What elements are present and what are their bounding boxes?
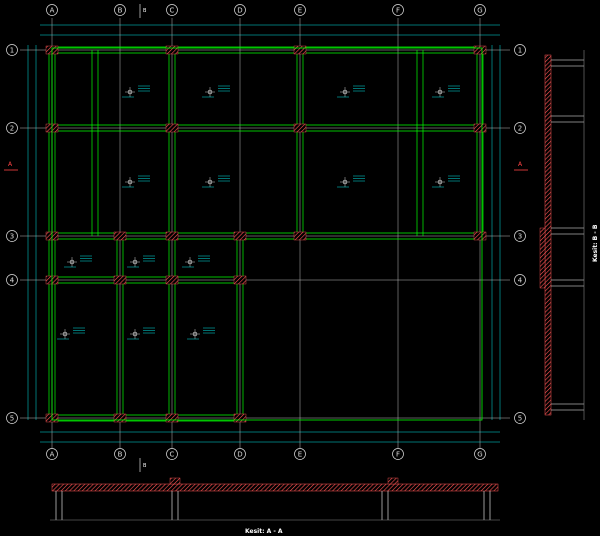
axis-bubble-right-3: 4 xyxy=(514,274,526,286)
svg-text:A: A xyxy=(518,161,523,168)
axis-bubble-bottom-6: G xyxy=(474,448,486,460)
column-10 xyxy=(165,231,179,241)
svg-text:G: G xyxy=(477,450,482,458)
section-b-b: Kesit: B - B xyxy=(539,50,599,420)
slab-mark-1 xyxy=(202,85,230,98)
column-12 xyxy=(293,231,307,241)
axis-bubble-bottom-1: B xyxy=(114,448,126,460)
svg-text:A: A xyxy=(50,450,55,458)
column-16 xyxy=(165,275,179,285)
axis-bubbles: A B C D E F G A B C D E F G 1 2 3 4 5 1 2 3 4 5 xyxy=(6,4,526,460)
svg-text:5: 5 xyxy=(518,414,522,422)
axis-bubble-right-1: 2 xyxy=(514,122,526,134)
column-7 xyxy=(473,123,487,133)
column-17 xyxy=(233,275,247,285)
column-9 xyxy=(113,231,127,241)
svg-text:2: 2 xyxy=(518,124,522,132)
column-15 xyxy=(113,275,127,285)
svg-text:D: D xyxy=(237,6,242,14)
svg-text:2: 2 xyxy=(10,124,14,132)
column-2 xyxy=(293,45,307,55)
section-marker-a-right: A xyxy=(514,161,528,171)
svg-text:B: B xyxy=(118,6,123,14)
axis-bubble-left-4: 5 xyxy=(6,412,18,424)
axis-bubble-top-4: E xyxy=(294,4,306,16)
svg-text:A: A xyxy=(50,6,55,14)
column-11 xyxy=(233,231,247,241)
plan-outline xyxy=(51,47,483,421)
column-5 xyxy=(165,123,179,133)
axis-bubble-right-4: 5 xyxy=(514,412,526,424)
axis-bubble-left-2: 3 xyxy=(6,230,18,242)
axis-bubble-left-1: 2 xyxy=(6,122,18,134)
svg-text:B: B xyxy=(143,8,147,14)
svg-text:D: D xyxy=(237,450,242,458)
svg-text:3: 3 xyxy=(518,232,522,240)
column-20 xyxy=(165,413,179,423)
slab-mark-4 xyxy=(122,175,150,188)
columns xyxy=(45,45,487,423)
svg-text:4: 4 xyxy=(10,276,15,284)
axis-bubble-top-1: B xyxy=(114,4,126,16)
slab-mark-6 xyxy=(337,175,365,188)
axis-bubble-right-0: 1 xyxy=(514,44,526,56)
axis-bubble-bottom-2: C xyxy=(166,448,178,460)
slab-mark-7 xyxy=(432,175,460,188)
svg-text:B: B xyxy=(143,463,147,469)
svg-text:5: 5 xyxy=(10,414,14,422)
svg-text:B: B xyxy=(118,450,123,458)
svg-text:4: 4 xyxy=(518,276,523,284)
column-1 xyxy=(165,45,179,55)
axis-bubble-bottom-0: A xyxy=(46,448,58,460)
section-marker-b-bottom: B xyxy=(139,458,147,472)
slab-mark-10 xyxy=(182,255,210,268)
svg-text:C: C xyxy=(170,450,175,458)
slab-annotations xyxy=(57,85,460,340)
section-marker-a-left: A xyxy=(4,161,18,171)
axis-bubble-top-2: C xyxy=(166,4,178,16)
slab-mark-0 xyxy=(122,85,150,98)
axis-bubble-left-3: 4 xyxy=(6,274,18,286)
svg-text:A: A xyxy=(8,161,13,168)
axis-bubble-left-0: 1 xyxy=(6,44,18,56)
axis-bubble-bottom-5: F xyxy=(392,448,404,460)
column-19 xyxy=(113,413,127,423)
column-3 xyxy=(473,45,487,55)
slab-mark-11 xyxy=(57,327,85,340)
slab-mark-3 xyxy=(432,85,460,98)
svg-text:3: 3 xyxy=(10,232,14,240)
axis-bubble-right-2: 3 xyxy=(514,230,526,242)
slab-mark-8 xyxy=(64,255,92,268)
slab-mark-13 xyxy=(187,327,215,340)
section-a-title: Kesit: A - A xyxy=(245,528,283,535)
axis-bubble-top-5: F xyxy=(392,4,404,16)
slab-mark-12 xyxy=(127,327,155,340)
svg-text:1: 1 xyxy=(10,46,14,54)
axis-bubble-bottom-3: D xyxy=(234,448,246,460)
dimension-lines xyxy=(27,24,501,443)
axis-bubble-top-6: G xyxy=(474,4,486,16)
svg-text:C: C xyxy=(170,6,175,14)
svg-text:F: F xyxy=(396,6,400,14)
axis-bubble-top-3: D xyxy=(234,4,246,16)
svg-text:1: 1 xyxy=(518,46,522,54)
slab-mark-2 xyxy=(337,85,365,98)
svg-text:G: G xyxy=(477,6,482,14)
axis-bubble-top-0: A xyxy=(46,4,58,16)
section-marker-b-top: B xyxy=(139,4,147,18)
axis-bubble-bottom-4: E xyxy=(294,448,306,460)
slab-mark-5 xyxy=(202,175,230,188)
column-6 xyxy=(293,123,307,133)
svg-text:E: E xyxy=(298,6,302,14)
svg-text:E: E xyxy=(298,450,302,458)
section-a-a: Kesit: A - A xyxy=(50,477,500,535)
section-b-title: Kesit: B - B xyxy=(592,224,599,262)
svg-text:F: F xyxy=(396,450,400,458)
column-21 xyxy=(233,413,247,423)
column-13 xyxy=(473,231,487,241)
slab-mark-9 xyxy=(127,255,155,268)
